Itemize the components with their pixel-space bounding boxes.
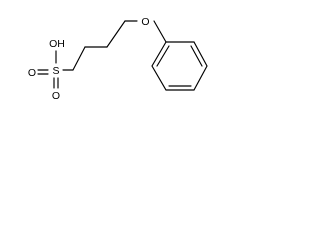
sulfonyl-oxygen-top-label: O [28, 67, 36, 79]
ether-oxygen-label: O [141, 16, 149, 28]
ring-double-bond-3 [190, 45, 203, 67]
ether-link [153, 20, 167, 43]
bond-chain-1 [106, 20, 126, 48]
carbon-chain [62, 20, 138, 71]
phenyl-ring [151, 41, 208, 91]
diagram-background [0, 0, 222, 106]
sulfonic-acid-group [37, 50, 59, 89]
sulfonyl-oxygen-bottom-label: O [52, 90, 60, 102]
bond-o-ring [153, 20, 167, 43]
bond-chain-3 [72, 46, 86, 71]
atom-labels: O S OH O O [28, 16, 150, 102]
hydroxyl-label: OH [49, 38, 65, 50]
chemical-structure-diagram: O S OH O O [0, 0, 222, 106]
ring-double-bond-1 [156, 45, 170, 67]
sulfur-label: S [52, 65, 59, 77]
ring-outline [151, 41, 208, 91]
